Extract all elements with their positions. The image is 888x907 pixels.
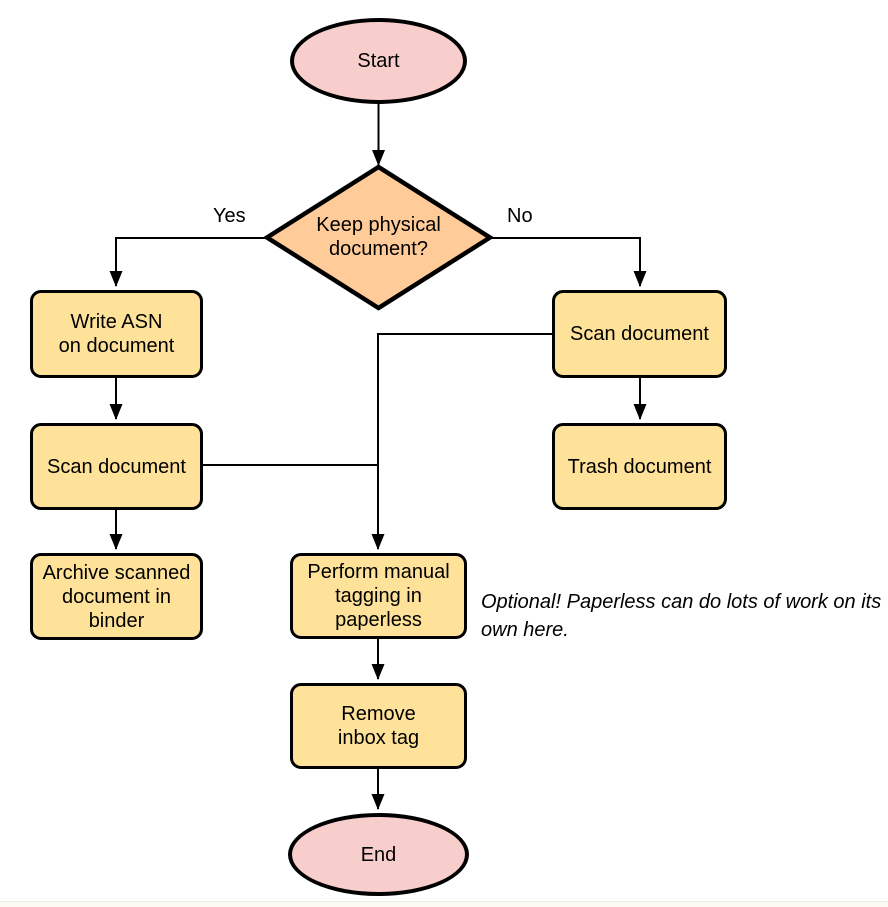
end-label: End [360,843,397,866]
edge-decision-yes-to-write-asn [109,237,267,287]
edge-decision-no-to-scan-right [490,237,647,287]
scan-document-right-label: Scan document [570,323,709,345]
trash-document-label: Trash document [567,455,712,478]
scan-document-left-process-node: Scan document [30,423,203,510]
archive-document-process-node: Archive scanned document in binder [30,553,203,640]
optional-note: Optional! Paperless can do lots of work … [481,591,882,641]
decision-label: Keep physical document? [316,214,441,260]
trash-document-process-node: Trash document [552,423,727,510]
edge-label-no: No [507,205,533,227]
remove-inbox-tag-label: Remove inbox tag [337,703,420,749]
write-asn-process-node: Write ASN on document [30,290,203,378]
scan-document-left-label: Scan document [47,455,186,478]
end-terminal-node: End [288,813,469,896]
decision-node: Keep physical document? [262,162,495,312]
page-bottom-strip [0,901,888,907]
perform-tagging-label: Perform manual tagging in paperless [307,561,450,631]
remove-inbox-tag-process-node: Remove inbox tag [290,683,467,769]
start-terminal-node: Start [290,18,467,104]
edge-scan-right-to-perform-tagging [371,333,552,550]
archive-document-label: Archive scanned document in binder [42,561,191,632]
diamond-shape [262,164,495,311]
scan-document-right-process-node: Scan document [552,290,727,378]
edge-label-yes: Yes [213,205,246,227]
start-label: Start [357,50,400,72]
write-asn-label: Write ASN on document [58,311,175,357]
perform-tagging-process-node: Perform manual tagging in paperless [290,553,467,639]
